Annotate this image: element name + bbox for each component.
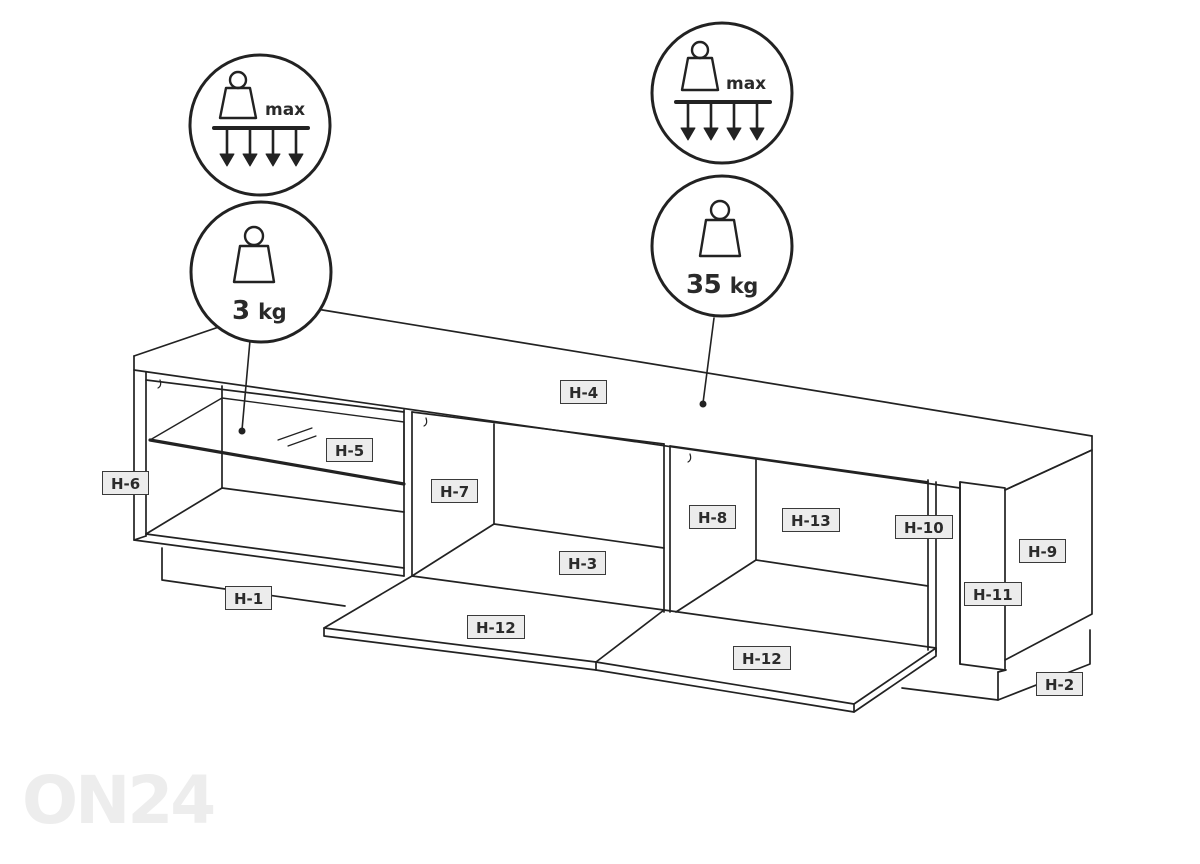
middle-compartment xyxy=(411,411,671,613)
part-label-h8: H-8 xyxy=(689,505,737,529)
weight-number-top: 35 xyxy=(686,270,722,300)
part-label-h12-right: H-12 xyxy=(733,646,791,670)
brand-watermark: ON24 xyxy=(22,762,216,839)
left-compartment xyxy=(145,379,413,577)
part-label-h9: H-9 xyxy=(1019,539,1067,563)
weight-unit-shelf: kg xyxy=(258,300,287,324)
weight-badge-shelf xyxy=(189,200,333,344)
down-arrows-icon xyxy=(680,102,765,141)
part-label-h12-left: H-12 xyxy=(467,615,525,639)
down-arrows-icon xyxy=(219,128,304,167)
right-compartment xyxy=(669,445,937,653)
weight-icon xyxy=(218,70,258,120)
part-label-h1: H-1 xyxy=(225,586,273,610)
weight-icon xyxy=(698,199,742,258)
part-label-h13: H-13 xyxy=(782,508,840,532)
weight-number-shelf: 3 xyxy=(232,296,250,326)
part-label-h10: H-10 xyxy=(895,515,953,539)
plinth xyxy=(161,547,1091,701)
max-label-shelf: max xyxy=(265,100,306,120)
part-label-h2: H-2 xyxy=(1036,672,1084,696)
max-load-badge-top xyxy=(650,21,794,165)
part-label-h3: H-3 xyxy=(559,551,607,575)
part-label-h6: H-6 xyxy=(102,471,150,495)
part-label-h5: H-5 xyxy=(326,438,374,462)
part-label-h11: H-11 xyxy=(964,582,1022,606)
max-load-badge-shelf xyxy=(188,53,332,197)
cabinet-body xyxy=(133,303,1093,671)
weight-icon xyxy=(680,40,720,92)
weight-value-top: 35 kg xyxy=(686,270,758,300)
part-label-h4: H-4 xyxy=(560,380,608,404)
weight-value-shelf: 3 kg xyxy=(232,296,287,326)
part-label-h7: H-7 xyxy=(431,479,479,503)
door-right xyxy=(595,609,937,713)
weight-unit-top: kg xyxy=(729,274,759,298)
weight-badge-top xyxy=(650,174,794,318)
max-label-top: max xyxy=(726,74,767,94)
weight-icon xyxy=(232,225,276,284)
